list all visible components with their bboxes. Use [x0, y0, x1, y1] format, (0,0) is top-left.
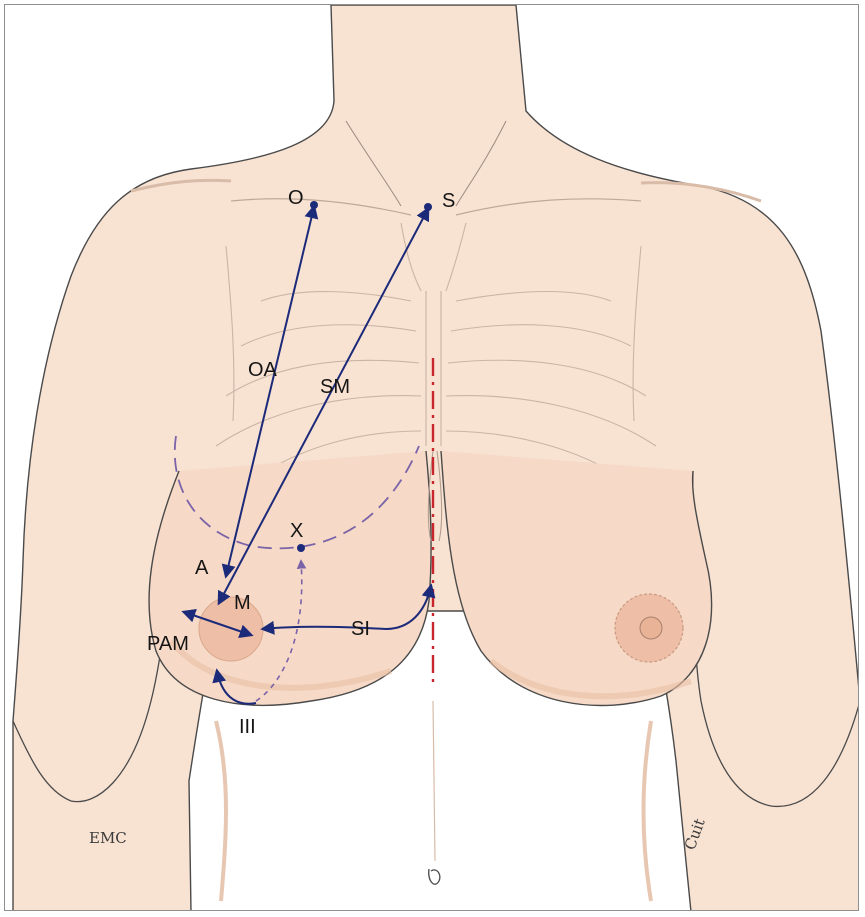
- figure-frame: O S OA SM X A M PAM SI III EMC Cuit: [4, 4, 859, 911]
- abdomen-shade-right: [216, 721, 226, 901]
- label-M: M: [234, 592, 251, 614]
- abdomen-shade-left: [644, 721, 652, 901]
- left-nipple: [640, 617, 662, 639]
- label-O: O: [288, 187, 304, 209]
- abdomen: [216, 701, 651, 901]
- label-III: III: [239, 716, 256, 738]
- point-X: [297, 544, 305, 552]
- label-X: X: [290, 520, 303, 542]
- label-SM: SM: [320, 376, 350, 398]
- label-A: A: [195, 557, 209, 579]
- label-S: S: [442, 190, 455, 212]
- point-S: [424, 203, 432, 211]
- torso-skin: [13, 5, 859, 911]
- torso: [13, 5, 859, 911]
- linea-alba: [433, 701, 435, 861]
- point-O: [310, 201, 318, 209]
- signature-emc: EMC: [89, 829, 127, 847]
- label-SI: SI: [351, 618, 370, 640]
- anatomy-illustration: O S OA SM X A M PAM SI III EMC Cuit: [5, 5, 859, 911]
- navel: [429, 869, 440, 884]
- left-breast: [441, 451, 712, 706]
- label-OA: OA: [248, 359, 278, 381]
- right-breast: [149, 451, 431, 705]
- label-PAM: PAM: [147, 633, 189, 655]
